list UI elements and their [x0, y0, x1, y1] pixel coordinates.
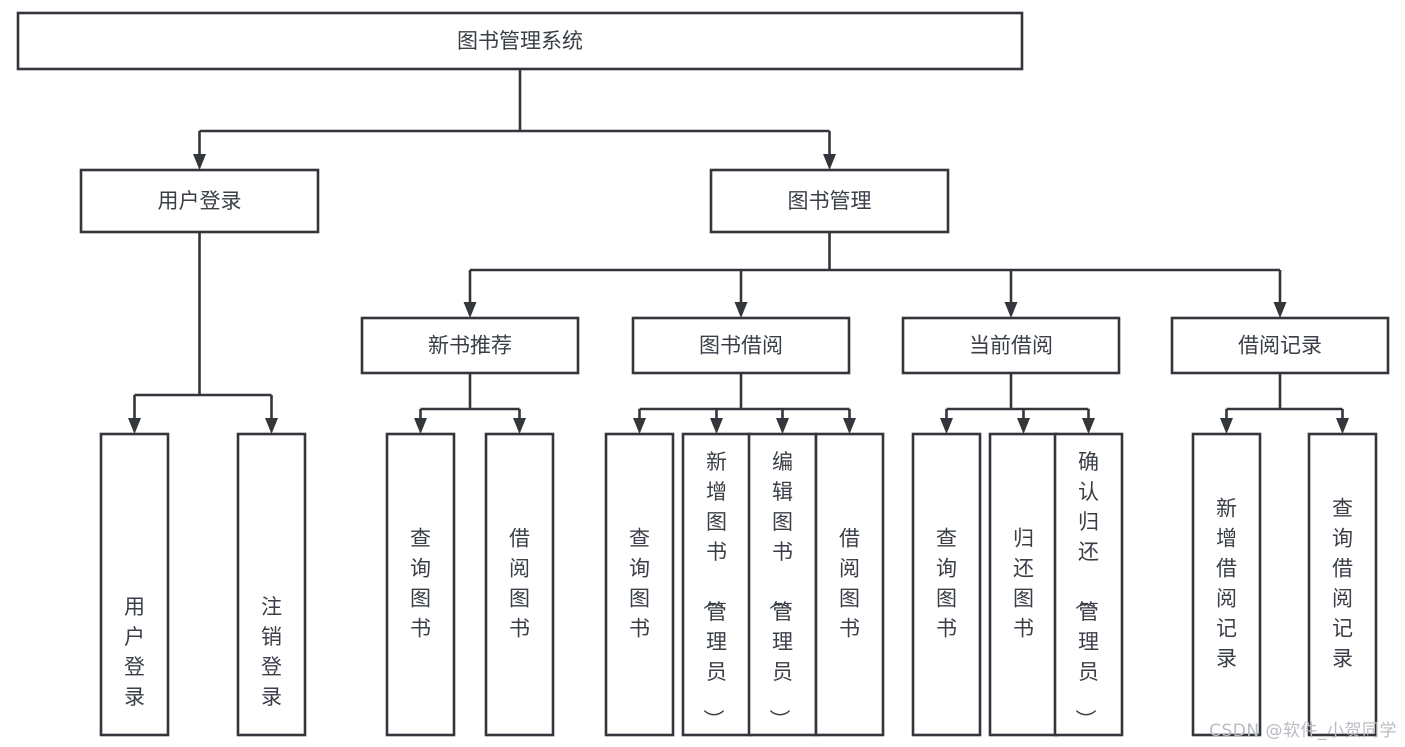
node-layer: 图书管理系统用户登录图书管理新书推荐图书借阅当前借阅借阅记录用户登录注销登录查询…	[16, 11, 1390, 737]
arrow-head-icon	[1017, 418, 1030, 434]
node-box	[1191, 432, 1262, 737]
connector-layer	[128, 69, 1349, 434]
node-leaf[interactable]: 查询图书	[604, 432, 675, 737]
node-leaf[interactable]: 借阅图书	[814, 432, 885, 737]
node-label: 图书管理系统	[457, 29, 583, 53]
connector-group	[940, 373, 1095, 434]
node-box	[747, 432, 818, 737]
node-box	[99, 432, 170, 737]
connector-group	[193, 69, 836, 170]
node-label: 借阅图书	[839, 527, 860, 641]
node-label: 查询图书	[410, 527, 431, 641]
arrow-head-icon	[513, 418, 526, 434]
node-level2[interactable]: 图书管理	[709, 168, 950, 234]
node-label: 借阅记录	[1238, 334, 1322, 358]
node-leaf[interactable]: 编辑图书（管理员）	[747, 432, 818, 737]
node-leaf[interactable]: 查询图书	[911, 432, 982, 737]
node-leaf[interactable]: 借阅图书	[484, 432, 555, 737]
node-box	[484, 432, 555, 737]
node-label: 注销登录	[261, 595, 282, 709]
connector-group	[1220, 373, 1349, 434]
connector-group	[414, 373, 526, 434]
node-leaf[interactable]: 用户登录	[99, 432, 170, 737]
node-box	[911, 432, 982, 737]
arrow-head-icon	[710, 418, 723, 434]
node-level3[interactable]: 借阅记录	[1170, 316, 1390, 375]
arrow-head-icon	[1082, 418, 1095, 434]
node-label: 图书借阅	[699, 334, 783, 358]
node-label: 当前借阅	[969, 334, 1053, 358]
node-label: 新书推荐	[428, 334, 512, 358]
node-label: 确认归还（管理员）	[1073, 450, 1099, 730]
arrow-head-icon	[633, 418, 646, 434]
node-label: 查询图书	[936, 527, 957, 641]
node-label: 新增图书（管理员）	[701, 450, 727, 730]
node-box	[1307, 432, 1378, 737]
node-leaf[interactable]: 归还图书	[988, 432, 1059, 737]
node-label: 查询借阅记录	[1332, 497, 1353, 671]
node-leaf[interactable]: 查询图书	[385, 432, 456, 737]
node-label: 用户登录	[158, 189, 242, 213]
node-label: 编辑图书（管理员）	[767, 450, 793, 730]
arrow-head-icon	[414, 418, 427, 434]
node-box	[988, 432, 1059, 737]
node-box	[631, 316, 851, 375]
node-leaf[interactable]: 注销登录	[236, 432, 307, 737]
arrow-head-icon	[823, 154, 836, 170]
node-box	[709, 168, 950, 234]
node-box	[385, 432, 456, 737]
connector-group	[633, 373, 856, 434]
node-leaf[interactable]: 新增图书（管理员）	[681, 432, 752, 737]
node-label: 借阅图书	[509, 527, 530, 641]
node-label: 新增借阅记录	[1216, 497, 1237, 671]
node-label: 用户登录	[124, 595, 145, 709]
node-root[interactable]: 图书管理系统	[16, 11, 1024, 71]
arrow-head-icon	[265, 418, 278, 434]
arrow-head-icon	[128, 418, 141, 434]
connector-group	[128, 232, 278, 434]
arrow-head-icon	[1220, 418, 1233, 434]
arrow-head-icon	[776, 418, 789, 434]
node-box	[236, 432, 307, 737]
arrow-head-icon	[734, 302, 748, 318]
node-box	[360, 316, 580, 375]
node-box	[1053, 432, 1124, 737]
arrow-head-icon	[193, 154, 206, 170]
node-box	[901, 316, 1121, 375]
arrow-head-icon	[463, 302, 477, 318]
node-level2[interactable]: 用户登录	[79, 168, 320, 234]
node-level3[interactable]: 当前借阅	[901, 316, 1121, 375]
node-box	[16, 11, 1024, 71]
node-box	[1170, 316, 1390, 375]
arrow-head-icon	[843, 418, 856, 434]
arrow-head-icon	[1004, 302, 1018, 318]
connector-group	[463, 232, 1287, 318]
node-leaf[interactable]: 新增借阅记录	[1191, 432, 1262, 737]
arrow-head-icon	[940, 418, 953, 434]
node-level3[interactable]: 新书推荐	[360, 316, 580, 375]
node-box	[79, 168, 320, 234]
node-leaf[interactable]: 查询借阅记录	[1307, 432, 1378, 737]
node-box	[604, 432, 675, 737]
node-label: 图书管理	[788, 189, 872, 213]
node-level3[interactable]: 图书借阅	[631, 316, 851, 375]
node-box	[814, 432, 885, 737]
arrow-head-icon	[1273, 302, 1287, 318]
node-label: 归还图书	[1013, 527, 1034, 641]
arrow-head-icon	[1336, 418, 1349, 434]
node-label: 查询图书	[629, 527, 650, 641]
node-leaf[interactable]: 确认归还（管理员）	[1053, 432, 1124, 737]
